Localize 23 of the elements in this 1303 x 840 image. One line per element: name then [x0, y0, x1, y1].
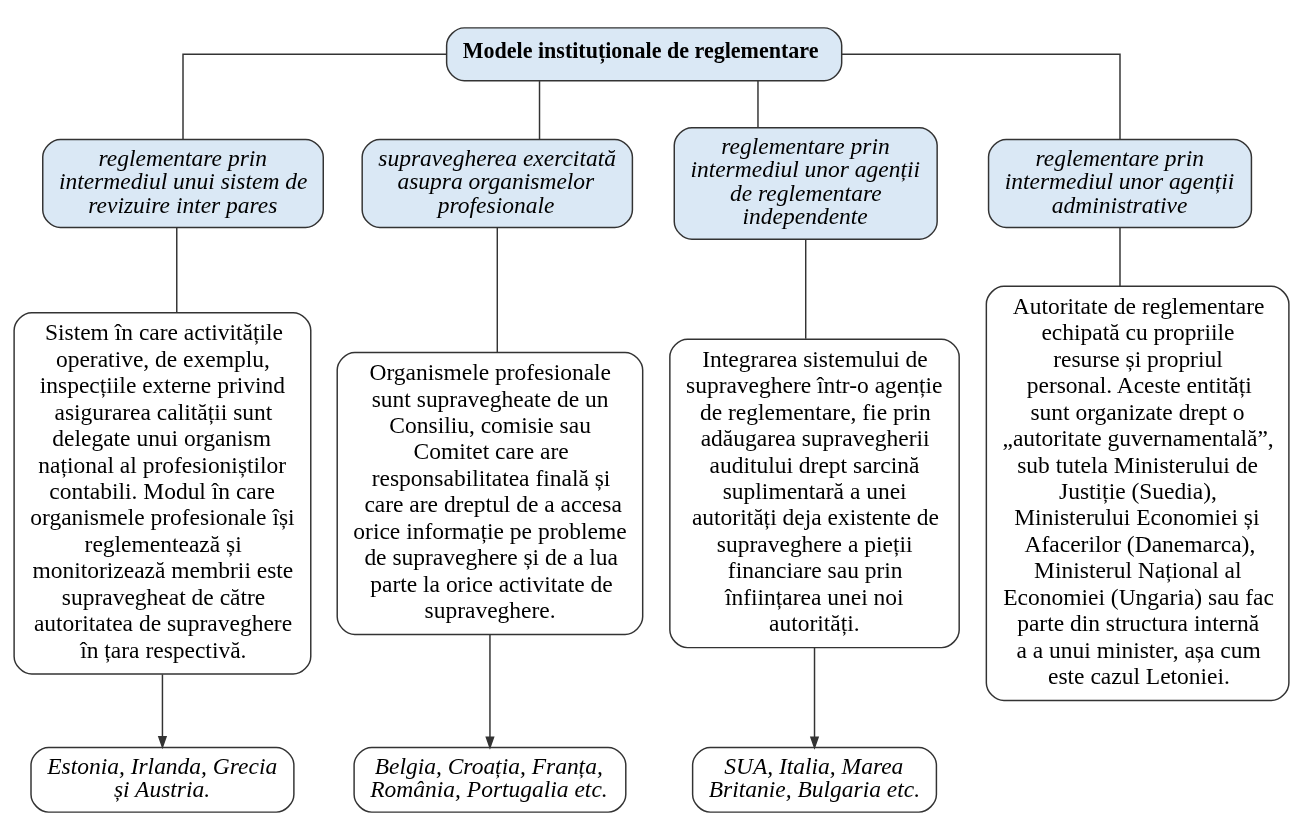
connector [538, 80, 541, 140]
connector [804, 238, 807, 340]
node-box: Modele instituționale de reglementare [445, 27, 843, 82]
node-box: Organismele profesionale sunt supravegheate de un Consiliu, comisie sau Comitet care are responsabilitatea finală și care are dreptul de a accesa orice informație pe probleme de supraveghere și de a lua parte la orice activitate de supraveghere. [336, 351, 644, 636]
node-box: Integrarea sistemului de supraveghere într-o agenție de reglementare, fie prin adăugarea supravegherii auditului drept sarcină suplimentară a unei autorități deja existente de supraveghere a pieții financiare sau prin înființarea unei noi autorități. [669, 338, 960, 649]
node-box: Autoritate de reglementare echipată cu propriile resurse și propriul personal. Aceste entități sunt organizate drept o „autoritate guvernamentală”, sub tutela Ministerului de Justiție (Suedia), Ministerului Economiei și Afacerilor (Danemarca), Ministerul Național al Economiei (Ungaria) sau fac parte din structura internă a a unui minister, așa cum este cazul Letoniei. [985, 285, 1290, 702]
connector [496, 227, 499, 354]
connector [176, 227, 178, 314]
arrow [809, 647, 820, 750]
connector [757, 80, 759, 129]
node-box: reglementare prin intermediul unor agenții de reglementare independente [673, 127, 938, 241]
connector [841, 53, 1121, 140]
connector [182, 53, 448, 140]
node-box: reglementare prin intermediul unor agenții administrative [987, 138, 1253, 229]
node-box: Estonia, Irlanda, Grecia și Austria. [30, 746, 295, 813]
node-box: SUA, Italia, Marea Britanie, Bulgaria etc. [691, 746, 938, 813]
node-box: Sistem în care activitățile operative, de exemplu, inspecțiile externe privind asigurarea calității sunt delegate unui organism național al profesioniștilor contabili. Modul în care organismele profesionale își reglementează și monitorizează membrii este supravegheat de către autoritatea de supraveghere în țara respectivă. [13, 312, 312, 675]
node-box: Belgia, Croația, Franța, România, Portugalia etc. [353, 746, 627, 813]
arrow [485, 633, 495, 750]
node-box: supravegherea exercitată asupra organismelor profesionale [361, 138, 634, 229]
connector [1119, 227, 1121, 287]
node-box: reglementare prin intermediul unui sistem de revizuire inter pares [42, 138, 324, 229]
arrow [157, 673, 168, 750]
